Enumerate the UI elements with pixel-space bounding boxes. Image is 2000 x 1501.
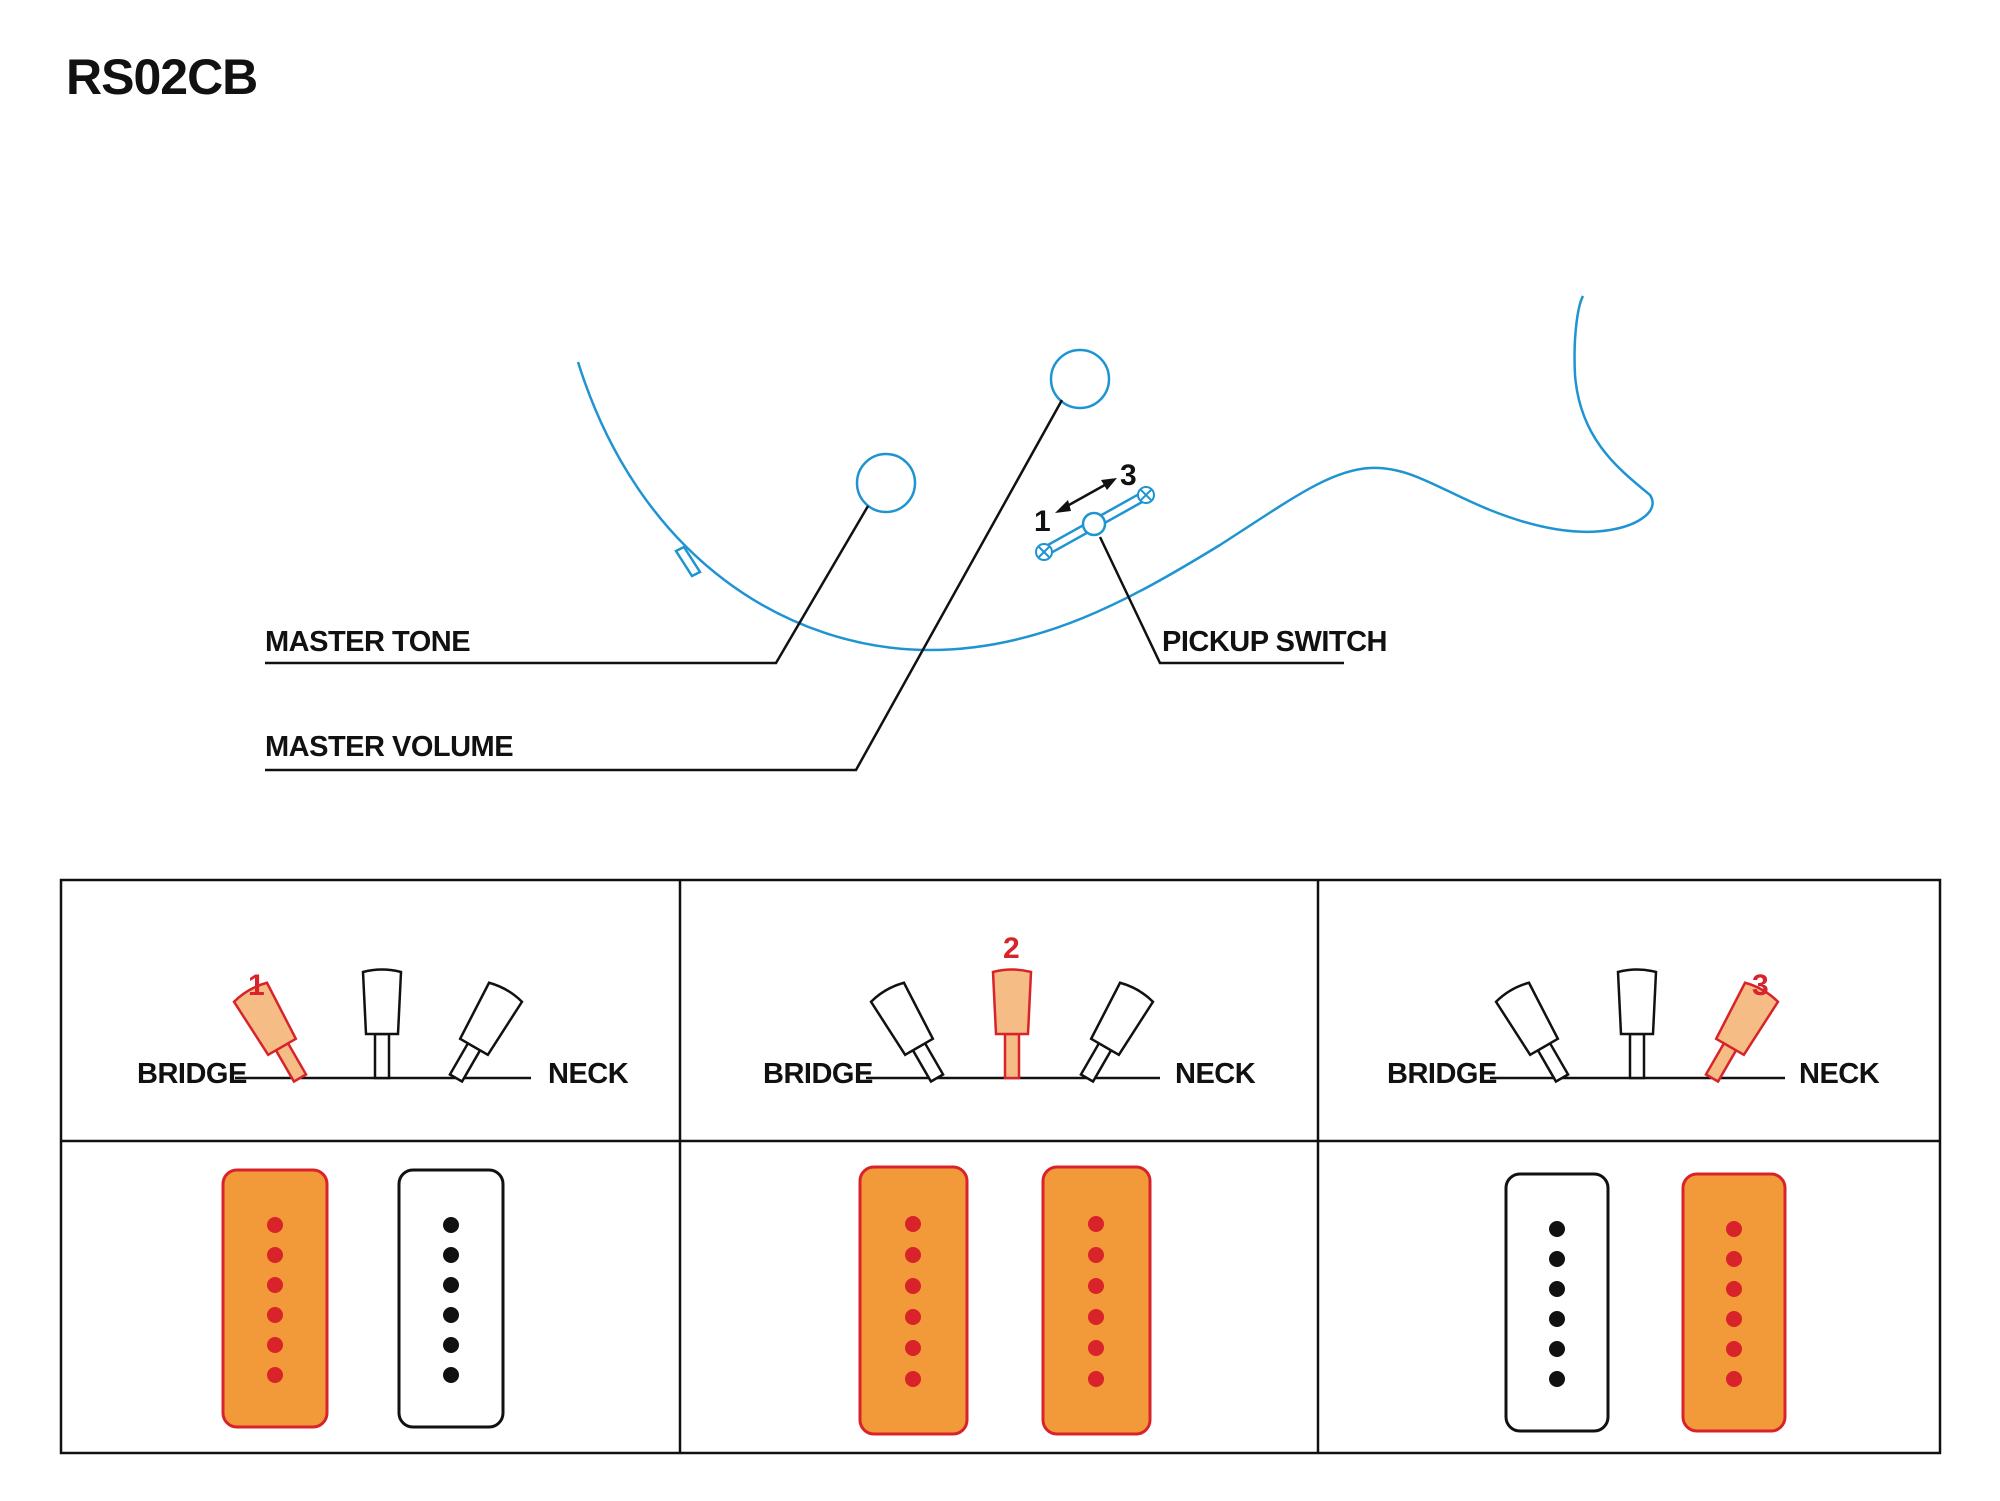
lever-middle (361, 968, 403, 1080)
lever-middle (1616, 968, 1658, 1080)
master-volume-knob[interactable] (1049, 348, 1111, 410)
bridge-pickup-off (1504, 1172, 1610, 1433)
lever-neck (1079, 981, 1155, 1084)
bridge-label: BRIDGE (137, 1058, 247, 1090)
switch-position-1-cell: BRIDGE NECK 1 (137, 968, 629, 1429)
position-number: 2 (1003, 932, 1020, 965)
master-volume-leader (265, 399, 1064, 772)
pole-pieces (443, 1217, 459, 1383)
master-tone-knob[interactable] (855, 452, 917, 514)
guitar-body-outline (576, 295, 1654, 652)
bridge-label: BRIDGE (1387, 1058, 1497, 1090)
switch-position-2-cell: BRIDGE NECK 2 (763, 932, 1256, 1436)
switch-position-1-label: 1 (1034, 505, 1050, 538)
neck-label: NECK (1799, 1058, 1880, 1090)
pickup-switch[interactable] (1035, 486, 1155, 561)
neck-label: NECK (1175, 1058, 1256, 1090)
pole-pieces (1088, 1216, 1104, 1387)
pole-pieces (905, 1216, 921, 1387)
pole-pieces (267, 1217, 283, 1383)
neck-pickup-on (1681, 1172, 1787, 1433)
neck-pickup-on (1041, 1165, 1152, 1436)
screw-icon (1035, 543, 1053, 561)
master-tone-label: MASTER TONE (265, 626, 470, 658)
switch-position-3-label: 3 (1120, 459, 1136, 492)
lever-bridge (1494, 981, 1570, 1084)
lever-neck-active (1704, 981, 1780, 1084)
position-table (59, 878, 1942, 1455)
bridge-pickup-on (858, 1165, 969, 1436)
bridge-label: BRIDGE (763, 1058, 873, 1090)
neck-pickup-off (397, 1168, 505, 1429)
switch-position-3-cell: BRIDGE NECK 3 (1387, 968, 1880, 1433)
pickup-switch-leader (1098, 536, 1344, 665)
pole-pieces (1549, 1221, 1565, 1387)
lever-bridge-active (232, 981, 308, 1084)
pickup-switch-label: PICKUP SWITCH (1162, 626, 1387, 658)
page-title: RS02CB (66, 49, 258, 105)
lever-bridge (869, 981, 945, 1084)
bridge-pickup-on (221, 1168, 329, 1429)
master-tone-leader (265, 505, 870, 665)
position-number: 1 (248, 969, 265, 1002)
lever-neck (448, 981, 524, 1084)
switch-direction-arrow-icon (1055, 478, 1117, 513)
position-number: 3 (1752, 969, 1769, 1002)
pole-pieces (1726, 1221, 1742, 1387)
master-volume-label: MASTER VOLUME (265, 731, 513, 763)
strap-button-icon (674, 545, 702, 578)
screw-icon (1137, 486, 1155, 504)
neck-label: NECK (548, 1058, 629, 1090)
lever-middle-active (991, 968, 1033, 1080)
